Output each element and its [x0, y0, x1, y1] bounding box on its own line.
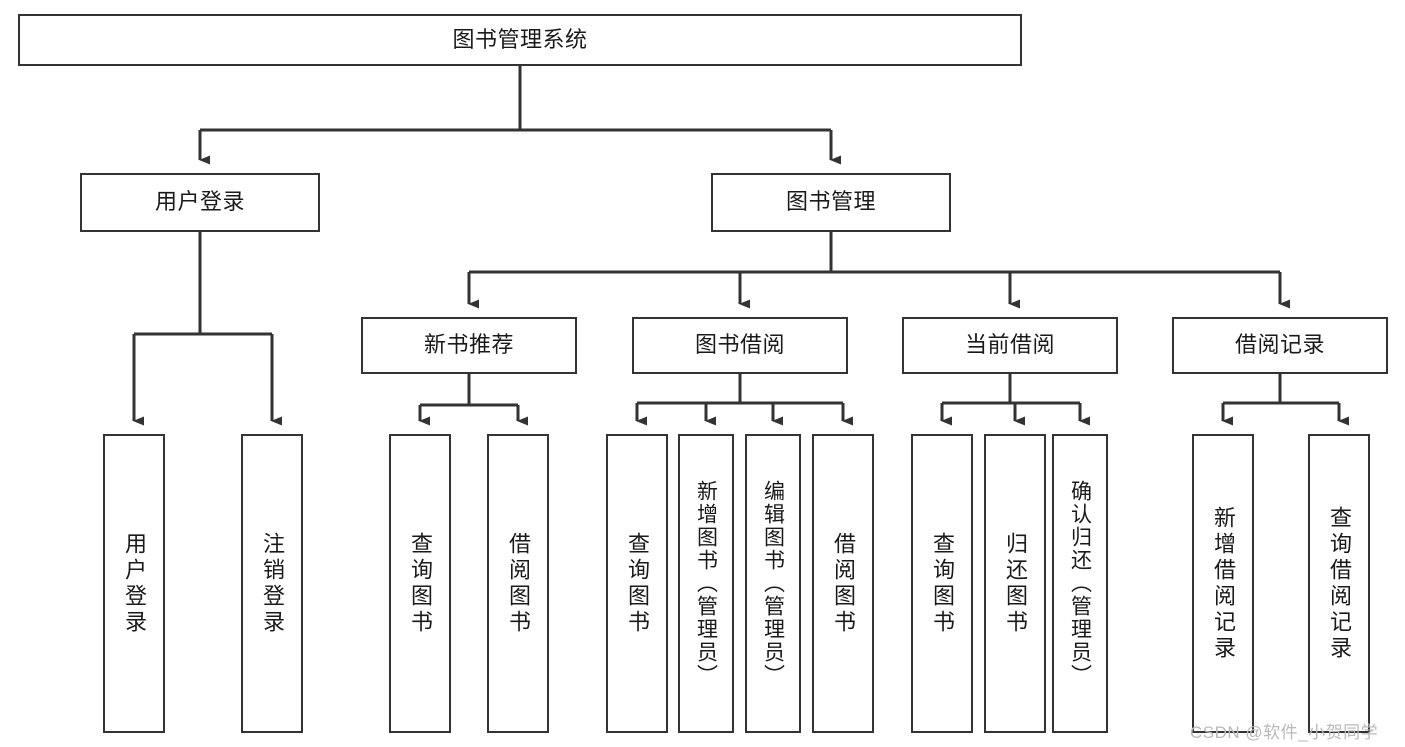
node-login[interactable]: 用户登录 — [80, 173, 320, 232]
node-label-l-cu-confirm: 确认归还（管理员） — [1068, 480, 1092, 687]
node-newbook[interactable]: 新书推荐 — [361, 317, 577, 374]
node-l-cu-query[interactable]: 查询图书 — [911, 434, 973, 733]
node-label-bookmgmt: 图书管理 — [785, 189, 876, 215]
node-label-root: 图书管理系统 — [452, 26, 588, 52]
node-l-cu-return[interactable]: 归还图书 — [984, 434, 1046, 733]
node-root[interactable]: 图书管理系统 — [18, 14, 1022, 66]
node-label-l-rc-query: 查询借阅记录 — [1327, 505, 1352, 662]
node-label-l-nb-borrow: 借阅图书 — [506, 531, 531, 636]
node-label-l-logout: 注销登录 — [260, 531, 285, 636]
node-l-nb-borrow[interactable]: 借阅图书 — [487, 434, 549, 733]
node-l-bk-borrow[interactable]: 借阅图书 — [812, 434, 874, 733]
node-record[interactable]: 借阅记录 — [1172, 317, 1388, 374]
node-label-newbook: 新书推荐 — [423, 332, 514, 358]
node-label-current: 当前借阅 — [964, 332, 1055, 358]
node-l-bk-query[interactable]: 查询图书 — [606, 434, 668, 733]
node-label-login: 用户登录 — [154, 189, 245, 215]
node-label-l-nb-query: 查询图书 — [408, 531, 433, 636]
node-label-record: 借阅记录 — [1234, 332, 1325, 358]
node-label-l-rc-add: 新增借阅记录 — [1211, 505, 1236, 662]
node-borrow[interactable]: 图书借阅 — [632, 317, 848, 374]
node-l-nb-query[interactable]: 查询图书 — [389, 434, 451, 733]
node-l-bk-add[interactable]: 新增图书（管理员） — [678, 434, 734, 733]
csdn-watermark: CSDN @软件_小贺同学 — [1190, 723, 1379, 742]
node-l-rc-query[interactable]: 查询借阅记录 — [1308, 434, 1370, 733]
node-label-l-bk-borrow: 借阅图书 — [831, 531, 856, 636]
node-l-bk-edit[interactable]: 编辑图书（管理员） — [745, 434, 801, 733]
node-l-rc-add[interactable]: 新增借阅记录 — [1192, 434, 1254, 733]
node-label-borrow: 图书借阅 — [694, 332, 785, 358]
node-l-logout[interactable]: 注销登录 — [241, 434, 303, 733]
node-label-l-cu-query: 查询图书 — [930, 531, 955, 636]
node-label-l-bk-add: 新增图书（管理员） — [694, 480, 718, 687]
node-bookmgmt[interactable]: 图书管理 — [711, 173, 951, 232]
node-label-l-login: 用户登录 — [122, 531, 147, 636]
node-label-l-bk-query: 查询图书 — [625, 531, 650, 636]
node-label-l-bk-edit: 编辑图书（管理员） — [761, 480, 785, 687]
node-current[interactable]: 当前借阅 — [902, 317, 1118, 374]
node-label-l-cu-return: 归还图书 — [1003, 531, 1028, 636]
node-l-login[interactable]: 用户登录 — [103, 434, 165, 733]
node-l-cu-confirm[interactable]: 确认归还（管理员） — [1052, 434, 1108, 733]
